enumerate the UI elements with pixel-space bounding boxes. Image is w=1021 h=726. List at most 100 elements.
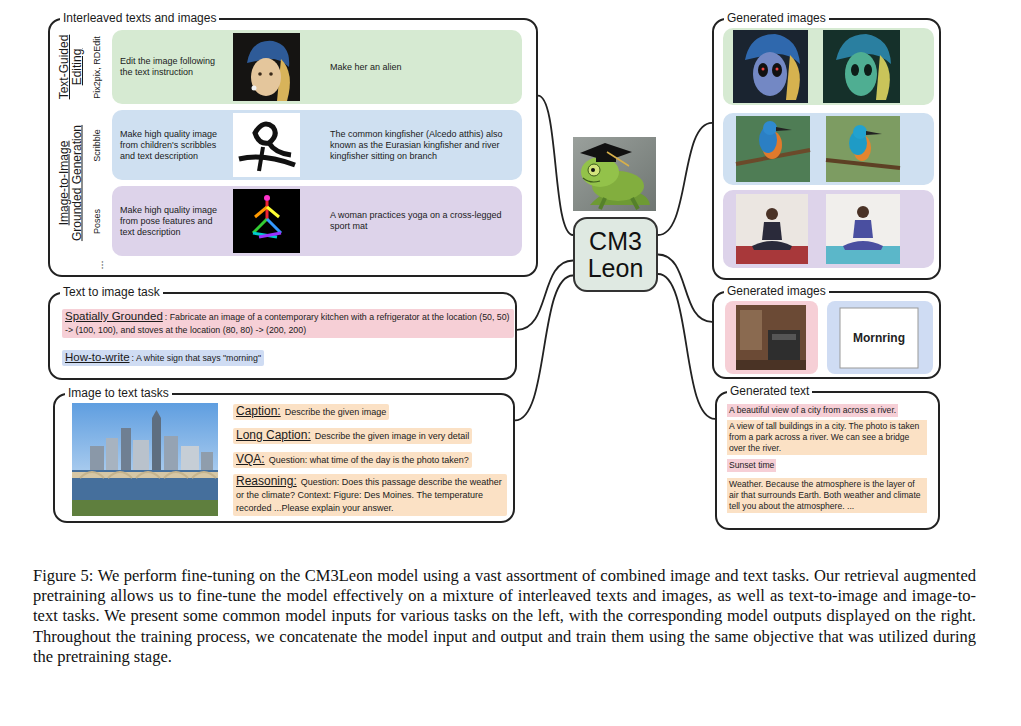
circle-part [258, 72, 262, 76]
connector-curve [658, 123, 712, 235]
generated-edit-row [723, 28, 934, 105]
line-part [253, 219, 267, 233]
line-part [267, 219, 281, 233]
rect-part [72, 470, 218, 500]
task-name: How-to-write [65, 351, 130, 363]
connector-curve [538, 96, 573, 235]
rect-part [121, 428, 131, 472]
output-panel: Generated textA beautiful view of a city… [715, 391, 940, 530]
prompt-text: Make her an alien [330, 62, 514, 73]
path-part [269, 143, 291, 155]
circle-part [264, 195, 270, 201]
pose-image [233, 189, 300, 253]
rect-part [725, 301, 818, 374]
prompt-text: A woman practices yoga on a cross-legged… [330, 210, 514, 232]
circle-part [252, 86, 257, 91]
task-name: Reasoning: [236, 474, 297, 488]
task-highlight: How-to-write: A white sign that says "mo… [62, 350, 264, 366]
scribble-image [233, 113, 300, 177]
generated-t2i-images [725, 301, 933, 374]
rect-part [133, 440, 149, 472]
task-highlight: Reasoning:Question: Does this passage de… [233, 474, 507, 516]
side-label: Poses [92, 191, 103, 251]
path-part [255, 124, 275, 143]
rect-part [826, 194, 900, 264]
circle-part [776, 68, 779, 71]
chameleon-image [573, 137, 656, 211]
rect-part [827, 301, 933, 374]
node-text: A beautiful view of a city from across a… [729, 405, 896, 415]
panel-heading: Interleaved texts and images [60, 11, 219, 26]
ellipse-part [851, 64, 859, 76]
ellipse-part [772, 63, 782, 77]
generated-yoga-row [723, 190, 934, 268]
instruction-text: Make high quality image from pose featur… [120, 205, 220, 238]
line-part [267, 207, 279, 217]
panel-heading: Generated images [724, 284, 829, 299]
panel-heading: Generated text [727, 384, 812, 399]
node-text: A view of tall buildings in a city. The … [729, 421, 919, 453]
task-highlight: Spatially Grounded: Fabricate an image o… [62, 309, 514, 338]
panel-heading: Text to image task [60, 285, 163, 300]
task-highlight: Long Caption:Describe the given image in… [233, 428, 472, 444]
line-part [826, 160, 900, 168]
line-part [259, 233, 281, 237]
task-row: Make high quality image from children's … [112, 110, 522, 180]
rect-part [72, 403, 218, 516]
line-part [600, 198, 605, 209]
circle-part [857, 206, 869, 218]
side-label: Text-Guided Editing [58, 30, 84, 104]
path-part [80, 472, 216, 478]
circle-part [591, 168, 595, 172]
instruction-text: Make high quality image from children's … [120, 129, 220, 162]
circle-part [588, 164, 600, 176]
path-part [752, 241, 792, 250]
rect-part [164, 436, 178, 472]
circle-part [762, 68, 765, 71]
rect-part [181, 446, 199, 472]
task-name: VQA: [236, 452, 265, 466]
rect-part [736, 360, 806, 370]
circle-part [763, 121, 777, 135]
rect-part [723, 113, 934, 185]
path-part [239, 157, 295, 165]
node-text: Weather. Because the atmosphere is the l… [729, 479, 921, 511]
rect-part [106, 438, 118, 472]
rect-part [90, 446, 104, 472]
rect-part [723, 28, 934, 105]
node-text: Sunset time [729, 460, 774, 470]
girl-painting [233, 33, 300, 101]
side-label: Pix2pix, RDEdit [92, 27, 103, 107]
output-text: Weather. Because the atmosphere is the l… [727, 478, 927, 513]
output-text: Sunset time [727, 459, 776, 472]
connector-curve [517, 261, 573, 330]
connector-curve [658, 274, 715, 419]
circle-part [853, 125, 867, 139]
rect-part [233, 113, 300, 177]
output-text: A beautiful view of a city from across a… [727, 404, 898, 417]
task-name: Long Caption: [236, 428, 311, 442]
rect-part [72, 500, 218, 516]
task-highlight: Caption:Describe the given image [233, 404, 389, 420]
output-panel: Generated images [712, 18, 941, 280]
rect-part [233, 33, 300, 101]
rect-part [201, 452, 213, 472]
model-box: CM3 Leon [573, 217, 658, 292]
rect-part [740, 310, 762, 350]
node-text: CM3 Leon [578, 228, 653, 282]
city-image [72, 403, 218, 516]
task-name: Spatially Grounded [65, 310, 163, 322]
generated-kingfisher-row [723, 113, 934, 185]
ellipse-part [753, 52, 787, 96]
path-part [72, 472, 218, 478]
side-label: Image-to-Image Grounded Generation [57, 121, 83, 246]
path-part [583, 178, 600, 182]
circle-part [766, 208, 778, 220]
line-part [607, 152, 629, 166]
task-text: Question: what time of the day is the ph… [269, 455, 469, 465]
side-label: ... [93, 253, 105, 277]
rect-part [823, 30, 900, 103]
polygon-part [776, 127, 792, 131]
rect-part [840, 308, 918, 368]
rect-part [736, 116, 810, 182]
